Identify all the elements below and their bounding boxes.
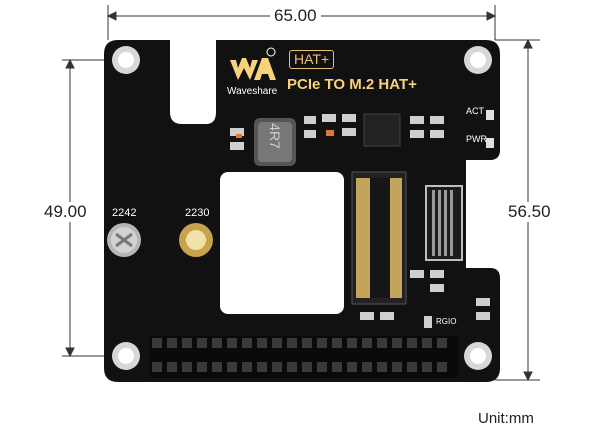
inductor-label: 4R7: [266, 123, 283, 149]
standoff-2230-screw: [179, 223, 213, 257]
rgio-label: RGIO: [436, 317, 457, 326]
waveshare-logo-icon: [230, 58, 276, 80]
registered-mark-icon: [266, 47, 276, 57]
dimension-width-label: 65.00: [270, 6, 321, 26]
mounting-hole-tr: [464, 46, 492, 74]
dimension-right-height-label: 56.50: [508, 202, 551, 222]
mounting-hole-bl: [112, 342, 140, 370]
mounting-hole-br: [464, 342, 492, 370]
led-pwr-label: PWR: [466, 134, 487, 144]
mounting-hole-tl: [112, 46, 140, 74]
brand-name: Waveshare: [227, 86, 278, 97]
board-cutout: [220, 172, 344, 314]
smd-components: [230, 110, 494, 328]
standoff-2230-label: 2230: [185, 207, 210, 219]
standoff-2242-screw: [107, 223, 141, 257]
unit-label: Unit:mm: [478, 410, 534, 427]
gpio-header: [150, 336, 458, 378]
hat-plus-badge: HAT+: [289, 50, 335, 69]
dimension-left-height-label: 49.00: [44, 202, 87, 222]
standoff-2242-label: 2242: [112, 207, 137, 219]
led-act-label: ACT: [466, 106, 484, 116]
product-name: PCIe TO M.2 HAT+: [287, 76, 417, 93]
